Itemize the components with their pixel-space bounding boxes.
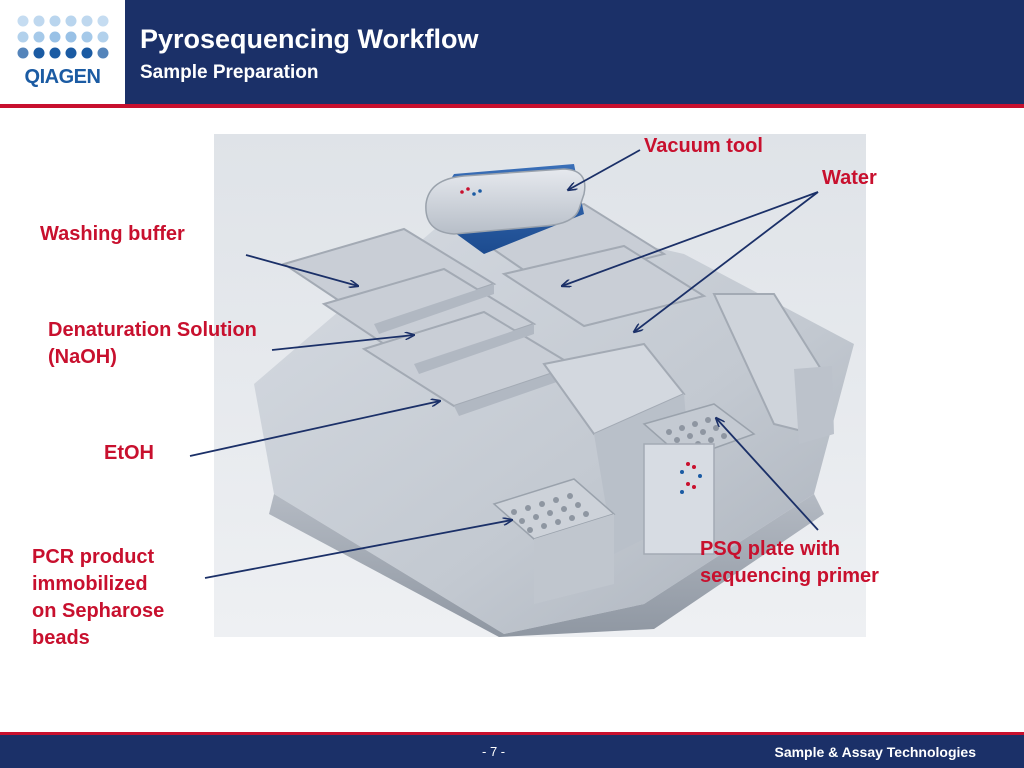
qiagen-logo: QIAGEN — [0, 0, 125, 104]
header-bar: QIAGEN Pyrosequencing Workflow Sample Pr… — [0, 0, 1024, 104]
footer-divider — [0, 732, 1024, 735]
slide-title: Pyrosequencing Workflow — [140, 24, 479, 54]
label-water: Water — [822, 167, 877, 189]
label-pcr-line3: on Sepharose — [32, 600, 165, 622]
label-pcr-line2: immobilized — [32, 573, 148, 595]
label-washing-buffer: Washing buffer — [40, 223, 185, 245]
label-denaturation-line2: (NaOH) — [48, 346, 117, 368]
footer-tagline: Sample & Assay Technologies — [774, 744, 976, 760]
label-etoh: EtOH — [104, 442, 154, 464]
label-psq-line2: sequencing primer — [700, 565, 879, 587]
label-denaturation-solution: Denaturation Solution (NaOH) — [48, 317, 257, 371]
page-number: - 7 - — [482, 744, 506, 759]
label-psq-plate: PSQ plate with sequencing primer — [700, 536, 879, 590]
logo-wordmark: QIAGEN — [24, 66, 101, 88]
label-vacuum-tool: Vacuum tool — [644, 135, 763, 157]
slide-subtitle: Sample Preparation — [140, 62, 319, 83]
header-divider — [0, 104, 1024, 108]
label-pcr-line1: PCR product — [32, 546, 155, 568]
label-denaturation-line1: Denaturation Solution — [48, 319, 257, 341]
label-psq-line1: PSQ plate with — [700, 538, 841, 560]
label-pcr-line4: beads — [32, 627, 90, 649]
label-pcr-product: PCR product immobilized on Sepharose bea… — [32, 544, 164, 652]
qiagen-dot-grid-icon — [17, 15, 109, 59]
footer-bar: - 7 - Sample & Assay Technologies — [0, 735, 1024, 768]
